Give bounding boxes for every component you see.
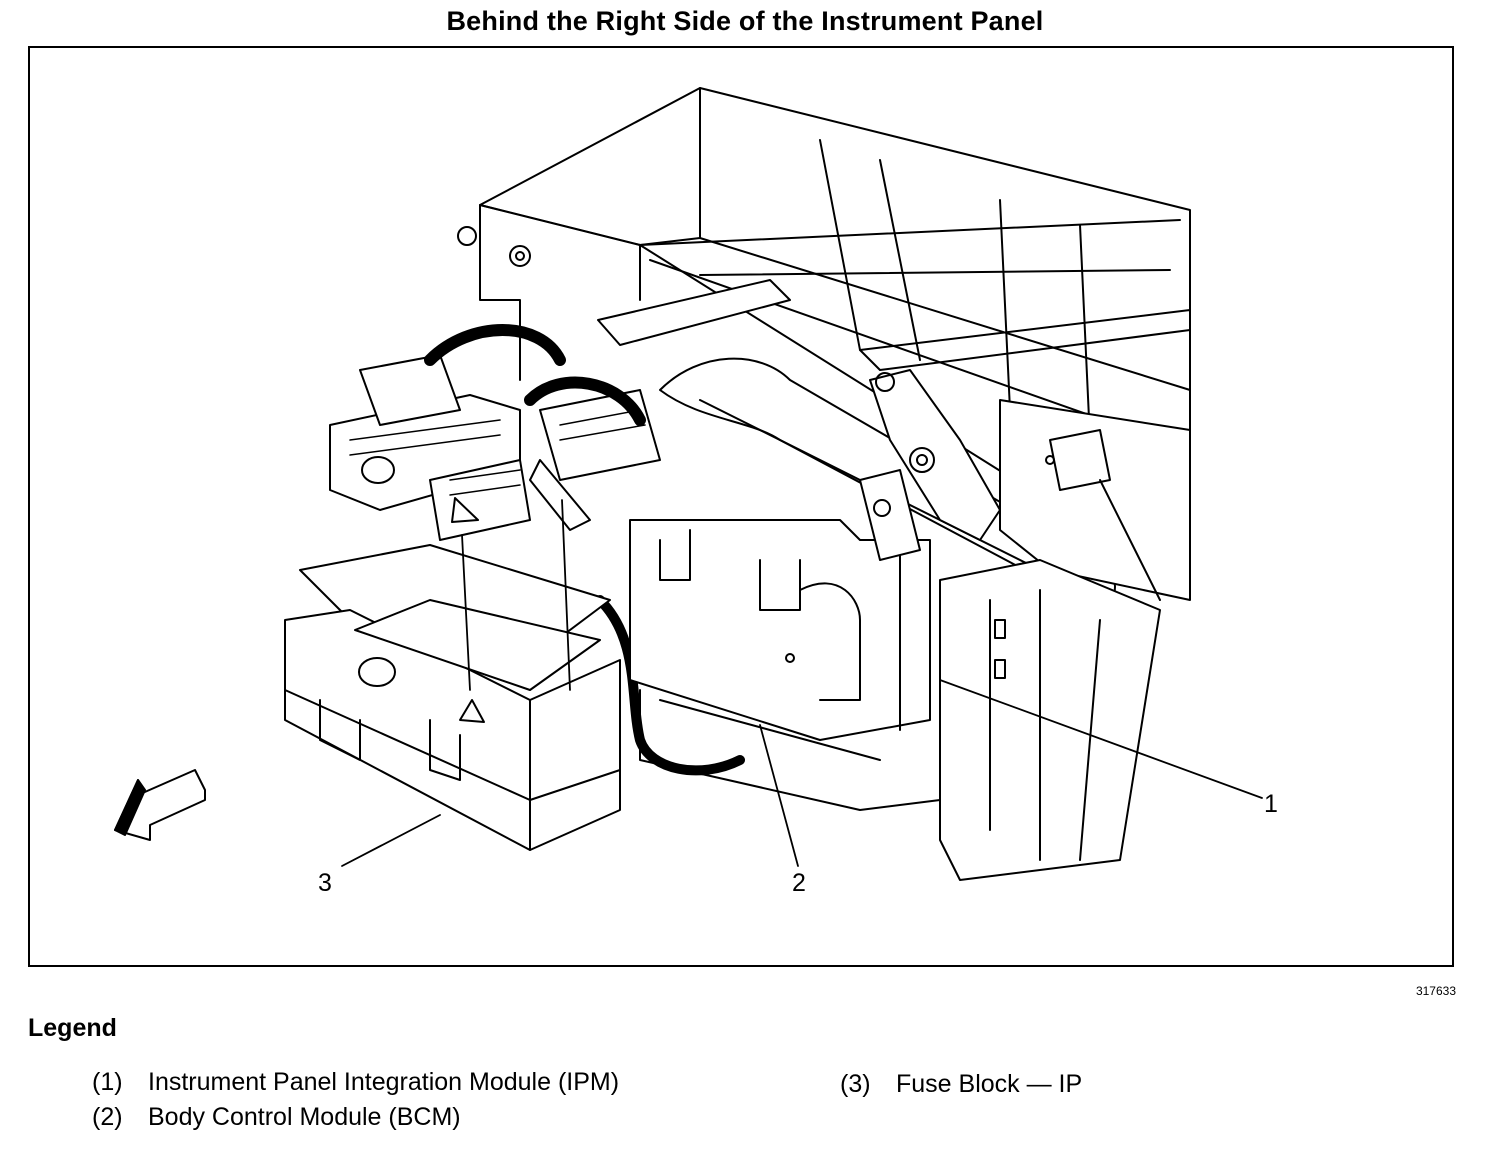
callout-1: 1: [1264, 790, 1278, 818]
figure-number: 317633: [1415, 984, 1456, 998]
wiring-harness-connectors: [329, 324, 745, 776]
legend-item-fuse-block: (3) Fuse Block — IP: [840, 1070, 1082, 1099]
legend-item-number: (1): [92, 1068, 123, 1096]
legend-item-label: Body Control Module (BCM): [148, 1103, 461, 1131]
legend-item-label: Instrument Panel Integration Module (IPM…: [148, 1068, 620, 1096]
legend-item-ipm: (1) Instrument Panel Integration Module (…: [92, 1068, 619, 1097]
body-control-module: [629, 469, 941, 811]
fuse-block: [284, 544, 621, 851]
callout-2: 2: [792, 869, 806, 897]
legend-item-number: (3): [840, 1070, 871, 1098]
legend-item-label: Fuse Block — IP: [896, 1070, 1083, 1098]
legend-item-number: (2): [92, 1103, 123, 1131]
callout-3: 3: [318, 869, 332, 897]
diagram-title: Behind the Right Side of the Instrument …: [446, 6, 1044, 36]
callout-leaders: [341, 499, 1263, 867]
legend-heading: Legend: [28, 1014, 117, 1042]
illustration-frame: [28, 46, 1454, 967]
legend-item-bcm: (2) Body Control Module (BCM): [92, 1103, 461, 1132]
